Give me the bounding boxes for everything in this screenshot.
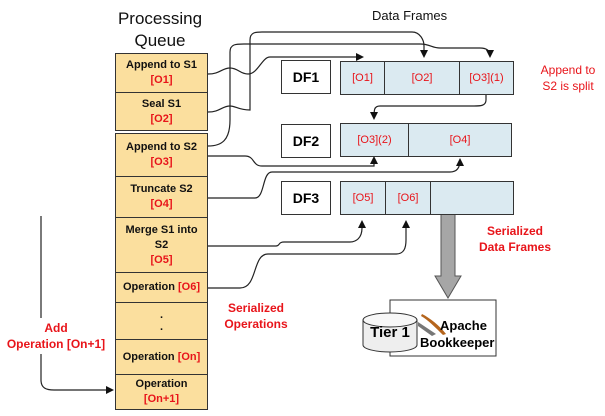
link-add-op-2 <box>40 354 114 394</box>
link-o4 <box>208 158 464 199</box>
df3-cell <box>431 182 513 214</box>
serialized-ops-note: Serialized Operations <box>224 301 288 331</box>
bookkeeper-name-2: Bookkeeper <box>420 335 495 350</box>
df1-cell: [O2] <box>385 62 460 94</box>
df1-frame: [O1] [O2] [O3](1) <box>340 61 514 95</box>
df2-cell: [O4] <box>449 134 471 146</box>
df3-cell: [O6] <box>386 182 431 214</box>
queue-item-o3[interactable]: Append to S2 [O3] <box>115 133 208 177</box>
queue-item-o2[interactable]: Seal S1 [O2] <box>115 92 208 131</box>
df2-cell: [O3](2) <box>341 124 409 156</box>
link-o2 <box>207 31 428 113</box>
df3-frame: [O5] [O6] <box>340 181 514 215</box>
frames-title: Data Frames <box>372 8 448 23</box>
df2-frame: [O3](2) [O4] <box>340 123 512 157</box>
queue-item-o4[interactable]: Truncate S2 [O4] <box>115 176 208 218</box>
queue-item-o5[interactable]: Merge S1 into S2 [O5] <box>115 217 208 273</box>
link-o3a <box>207 43 494 147</box>
df3-label: DF3 <box>281 181 331 215</box>
queue-title: Processing Queue <box>117 9 203 50</box>
df1-label: DF1 <box>281 60 331 94</box>
df1-cell: [O1] <box>341 62 385 94</box>
serialized-frames-note: Serialized Data Frames <box>478 224 552 254</box>
queue-item-o6[interactable]: Operation [O6] <box>115 272 208 303</box>
database-icon <box>362 312 418 353</box>
link-o1 <box>207 53 364 75</box>
queue-item-on1[interactable]: Operation [On+1] <box>115 374 208 410</box>
queue-item-on[interactable]: Operation [On] <box>115 339 208 375</box>
link-o6 <box>208 220 410 289</box>
df2-label: DF2 <box>281 124 331 158</box>
tier-label: Tier 1 <box>370 324 410 341</box>
df3-cell: [O5] <box>341 182 386 214</box>
add-op-note: Add Operation [On+1] <box>6 321 106 351</box>
feather-icon <box>418 314 446 336</box>
link-o3b <box>208 155 378 167</box>
queue-item-o1[interactable]: Append to S1 [O1] <box>115 53 208 93</box>
link-split <box>370 92 487 120</box>
link-o5 <box>208 220 366 247</box>
queue-item-ellipsis: . . <box>115 302 208 340</box>
bookkeeper-name-1: Apache <box>440 318 487 333</box>
df1-cell: [O3](1) <box>469 72 504 84</box>
split-note: Append to S2 is split <box>540 63 596 93</box>
serialize-arrow <box>434 213 462 299</box>
